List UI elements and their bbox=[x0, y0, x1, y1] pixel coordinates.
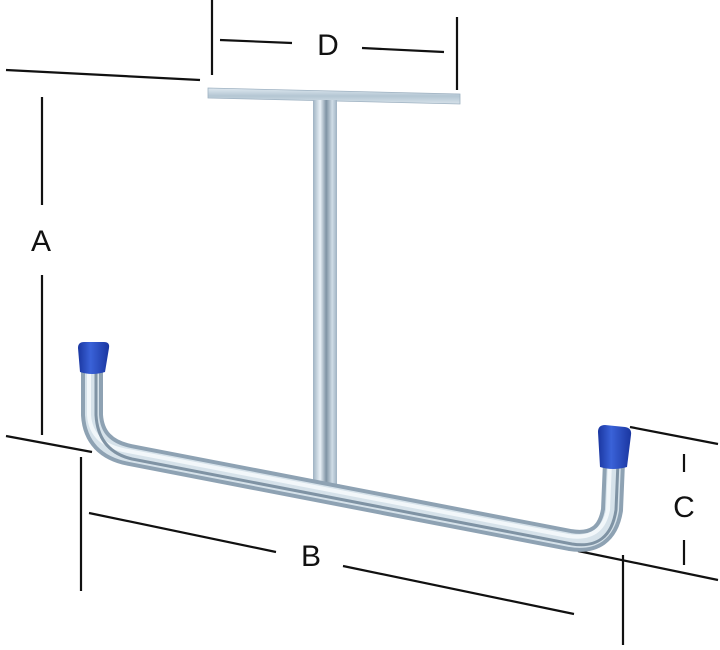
dimension-label-a: A bbox=[30, 225, 52, 258]
dimension-label-b: B bbox=[300, 540, 322, 573]
dimension-label-c: C bbox=[673, 491, 695, 524]
bottom-bar bbox=[81, 367, 625, 552]
right-end-cap bbox=[598, 425, 632, 469]
mounting-plate bbox=[207, 87, 461, 105]
dimension-d-lines bbox=[210, 0, 459, 90]
dimension-label-d: D bbox=[317, 29, 339, 62]
left-end-cap bbox=[78, 342, 110, 374]
dimension-c-lines bbox=[577, 425, 719, 582]
dimension-b-lines bbox=[79, 457, 625, 645]
vertical-post bbox=[310, 100, 340, 502]
dimension-a-lines bbox=[5, 68, 201, 454]
